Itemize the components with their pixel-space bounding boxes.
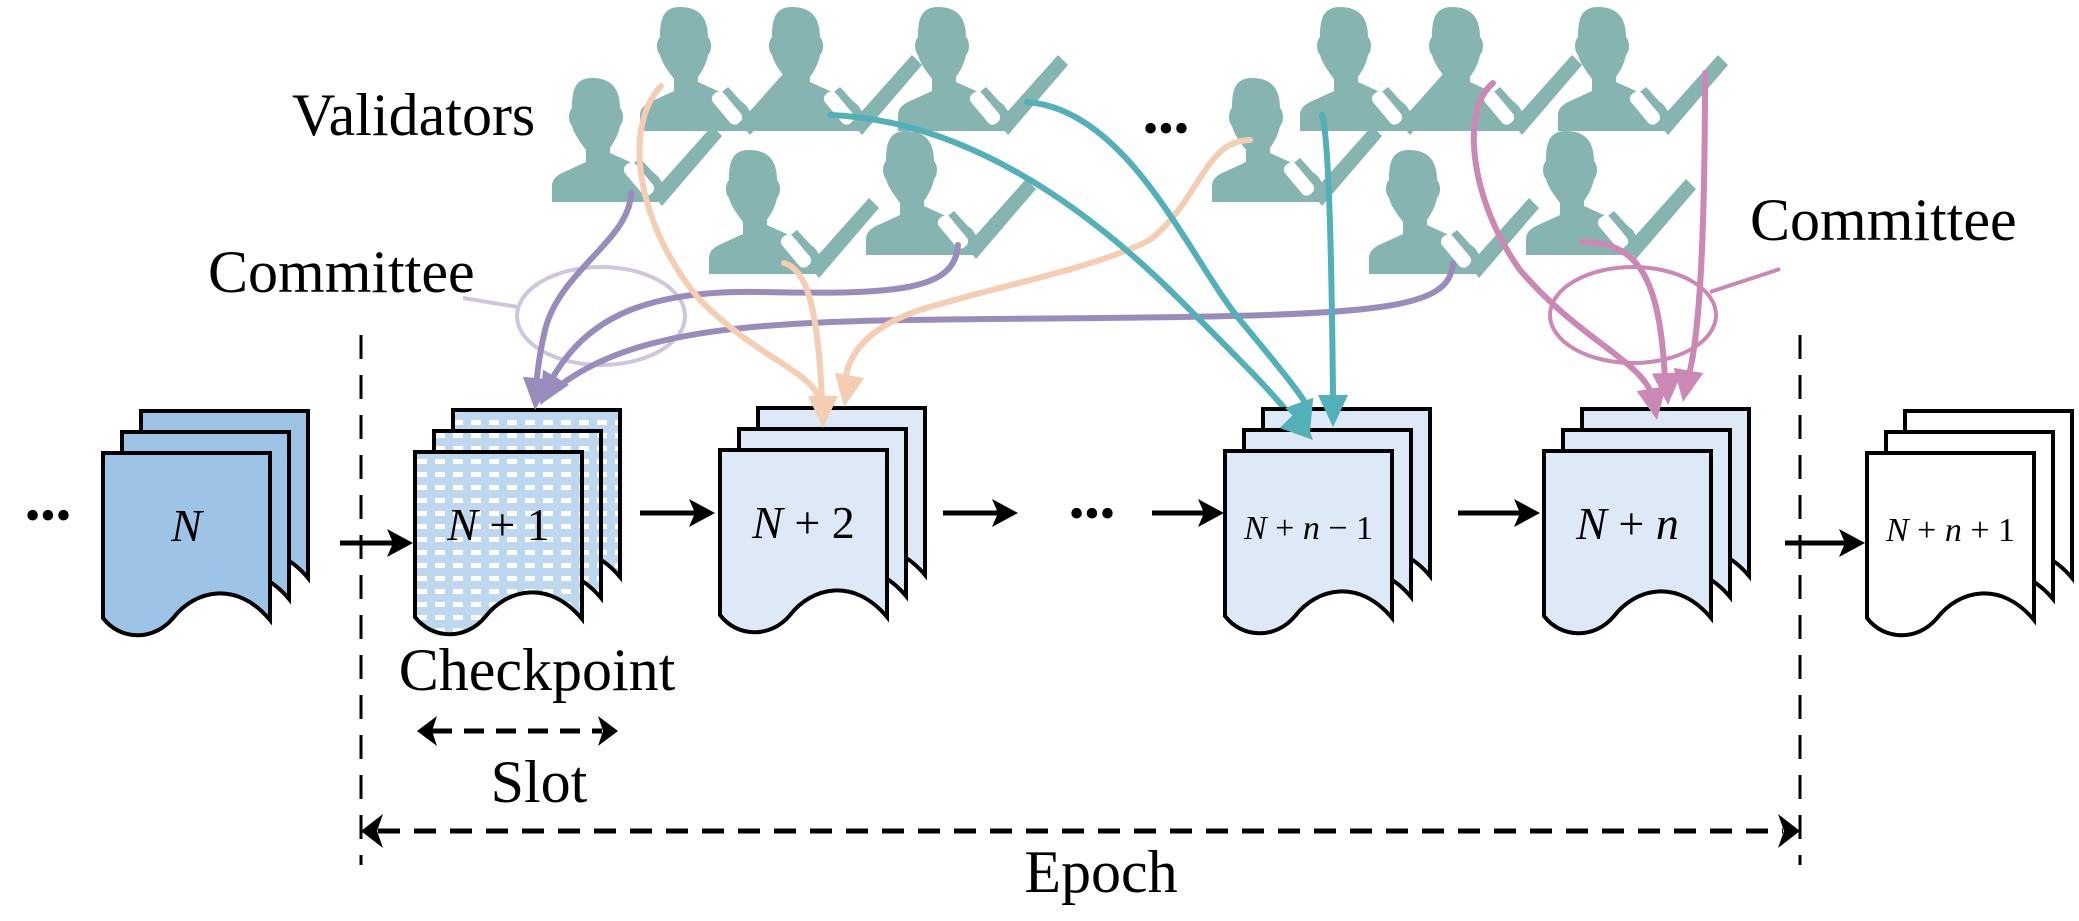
validator-with-check-icon [709, 150, 879, 278]
blocks-layer: N N + 1 N + 2 N + n − 1 N + n N + n + 1 [101, 406, 2074, 638]
teal-arrowhead [1279, 406, 1313, 440]
purple-vote-arrow [542, 242, 961, 395]
committee-ellipse-left [515, 265, 687, 367]
committee-ellipse-right [1548, 265, 1718, 365]
pink-arrowhead [1636, 385, 1667, 420]
block-label: N + 1 [446, 499, 550, 550]
chain-arrow [1458, 499, 1540, 527]
ellipsis-middle: ••• [1069, 489, 1115, 538]
committee-leader-right [1709, 267, 1781, 294]
chain-arrows [340, 499, 1865, 557]
block-page-front [1542, 449, 1713, 636]
block-page-front [101, 451, 272, 638]
pink-arrowhead [1651, 372, 1682, 405]
block-n-plus-1: N + 1 [413, 408, 622, 637]
committee-label-right: Committee [1750, 187, 2017, 253]
validator-with-check-icon [898, 7, 1068, 135]
pink-vote-arrow [1685, 70, 1708, 381]
slot-arrowhead-right [598, 716, 618, 746]
block-n-plus-n: N + n [1542, 407, 1751, 636]
block-page-front [1865, 451, 2036, 638]
committee-leader-left [462, 296, 519, 309]
epoch-arrowhead-left [361, 814, 383, 848]
teal-vote-arrow [1319, 112, 1336, 398]
block-label: N + n − 1 [1243, 510, 1373, 547]
block-page-front [718, 448, 889, 635]
pink-arrowhead [1673, 367, 1704, 402]
epoch-label: Epoch [1024, 839, 1177, 905]
peach-vote-arrow [781, 260, 825, 401]
validators-label: Validators [292, 82, 535, 148]
block-n-plus-2: N + 2 [718, 406, 927, 635]
chain-arrow-out-of-epoch [1785, 529, 1865, 557]
block-label: N + n [1575, 498, 1679, 549]
purple-vote-arrow [533, 190, 634, 395]
validator-with-check-icon [1412, 7, 1582, 135]
left-validator-group [552, 7, 1068, 278]
validator-with-check-icon [866, 131, 1036, 259]
ellipsis-validators: ••• [1143, 104, 1189, 153]
validator-with-check-icon [1526, 131, 1696, 259]
teal-vote-arrow [1024, 99, 1312, 413]
checkpoint-label: Checkpoint [399, 637, 676, 703]
teal-arrowhead [1284, 397, 1314, 433]
peach-vote-arrow [636, 83, 823, 403]
peach-arrowhead [808, 396, 838, 428]
teal-arrowhead [1318, 395, 1348, 427]
block-page-front [413, 450, 584, 637]
epoch-span-arrow [361, 814, 1800, 848]
slot-arrowhead-left [417, 716, 437, 746]
ellipsis-left: ••• [25, 491, 71, 540]
pink-vote-arrow [1579, 239, 1668, 383]
connections-layer [462, 70, 1781, 418]
chain-arrow [1152, 499, 1224, 527]
chain-arrow [640, 499, 715, 527]
slot-span-arrow [417, 716, 618, 746]
block-label: N + n + 1 [1885, 512, 2015, 549]
block-label: N [170, 500, 204, 551]
block-page-front [1223, 449, 1394, 636]
block-n-plus-n-minus-1: N + n − 1 [1223, 407, 1432, 636]
peach-arrowhead [834, 372, 865, 407]
right-validator-group [1212, 7, 1728, 278]
slot-label: Slot [491, 749, 588, 815]
epoch-arrowhead-right [1778, 814, 1800, 848]
validators-layer [552, 7, 1728, 278]
block-n-plus-n-plus-1: N + n + 1 [1865, 409, 2074, 638]
teal-vote-arrow [827, 112, 1293, 418]
pink-vote-arrow [1470, 80, 1655, 398]
chain-arrow-into-epoch [340, 529, 413, 557]
block-n: N [101, 409, 310, 638]
arrowheads-layer [522, 367, 1704, 440]
purple-arrowhead [540, 369, 569, 405]
purple-vote-arrow [545, 260, 1456, 398]
committee-label-left: Committee [208, 239, 475, 305]
peach-vote-arrow [842, 137, 1253, 383]
chain-arrow [943, 499, 1018, 527]
block-label: N + 2 [751, 497, 855, 548]
